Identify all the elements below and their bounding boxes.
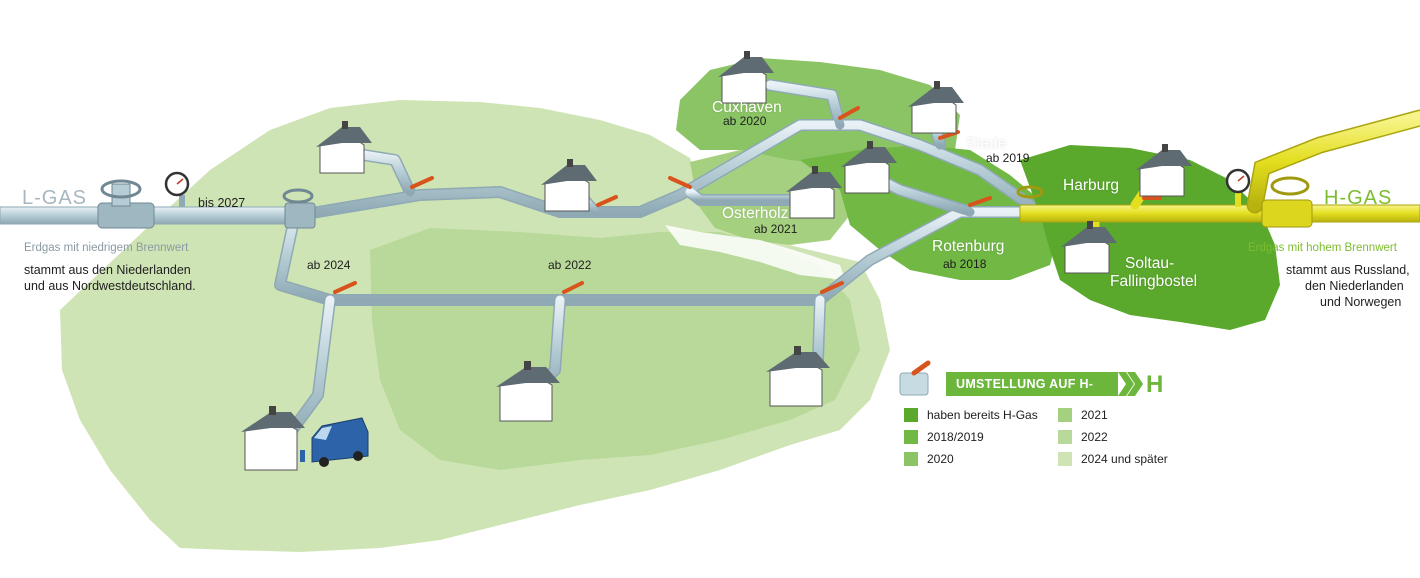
l-gas-until: bis 2027 xyxy=(198,196,246,210)
legend-swatch xyxy=(904,430,918,444)
legend-swatch xyxy=(904,408,918,422)
l-gas-subtitle: Erdgas mit niedrigem Brennwert xyxy=(24,242,189,254)
legend-label: 2022 xyxy=(1081,430,1108,444)
legend-item: 2022 xyxy=(1058,430,1108,444)
legend-h-letter: H xyxy=(1146,371,1164,398)
region-label-osterholz: Osterholz xyxy=(722,205,789,222)
legend-swatch xyxy=(1058,452,1072,466)
houses xyxy=(241,51,1192,471)
region-label-soltau-line2: Fallingbostel xyxy=(1110,273,1198,290)
region-year-cuxhaven: ab 2020 xyxy=(723,114,767,128)
region-year-rotenburg: ab 2018 xyxy=(943,257,987,271)
branch-year-west: ab 2024 xyxy=(307,258,351,272)
legend-label: 2021 xyxy=(1081,408,1108,422)
service-van xyxy=(300,417,369,467)
region-h-gas xyxy=(1020,145,1280,330)
legend-item: 2021 xyxy=(1058,408,1108,422)
region-year-stade: ab 2019 xyxy=(986,151,1030,165)
h-gas-origin-line3: und Norwegen xyxy=(1320,295,1402,309)
l-gas-title: L-GAS xyxy=(22,187,88,209)
region-label-harburg: Harburg xyxy=(1063,177,1119,194)
h-gas-origin-line2: den Niederlanden xyxy=(1305,279,1404,293)
legend-label: 2018/2019 xyxy=(927,430,984,444)
region-2022 xyxy=(370,228,860,470)
branch-valves xyxy=(333,106,1162,294)
branch-year-center: ab 2022 xyxy=(548,258,592,272)
legend-swatch xyxy=(1058,430,1072,444)
h-gas-origin-line1: stammt aus Russland, xyxy=(1286,263,1410,277)
legend-item: 2024 und später xyxy=(1058,452,1168,466)
h-gas-subtitle: Erdgas mit hohem Brennwert xyxy=(1248,242,1397,254)
region-label-rotenburg: Rotenburg xyxy=(932,238,1005,255)
legend-label: 2020 xyxy=(927,452,954,466)
l-gas-origin-line2: und aus Nordwestdeutschland. xyxy=(24,279,196,293)
legend-label: haben bereits H-Gas xyxy=(927,408,1038,422)
legend-swatch xyxy=(1058,408,1072,422)
legend-label: 2024 und später xyxy=(1081,452,1168,466)
region-label-cuxhaven: Cuxhaven xyxy=(712,99,782,116)
region-label-soltau-line1: Soltau- xyxy=(1125,255,1175,272)
legend-item: 2020 xyxy=(904,452,954,466)
l-gas-origin-line1: stammt aus den Niederlanden xyxy=(24,263,191,277)
legend-graphics xyxy=(899,360,1143,396)
right-valve xyxy=(1016,168,1313,228)
legend-swatch xyxy=(904,452,918,466)
river xyxy=(665,225,845,280)
legend-banner: UMSTELLUNG AUF H-GAS xyxy=(946,372,1118,415)
left-valve xyxy=(97,171,316,229)
legend-item: haben bereits H-Gas xyxy=(904,408,1038,422)
region-year-osterholz: ab 2021 xyxy=(754,222,798,236)
region-label-stade: Stade xyxy=(966,135,1007,152)
h-gas-title: H-GAS xyxy=(1324,187,1393,209)
legend-item: 2018/2019 xyxy=(904,430,984,444)
